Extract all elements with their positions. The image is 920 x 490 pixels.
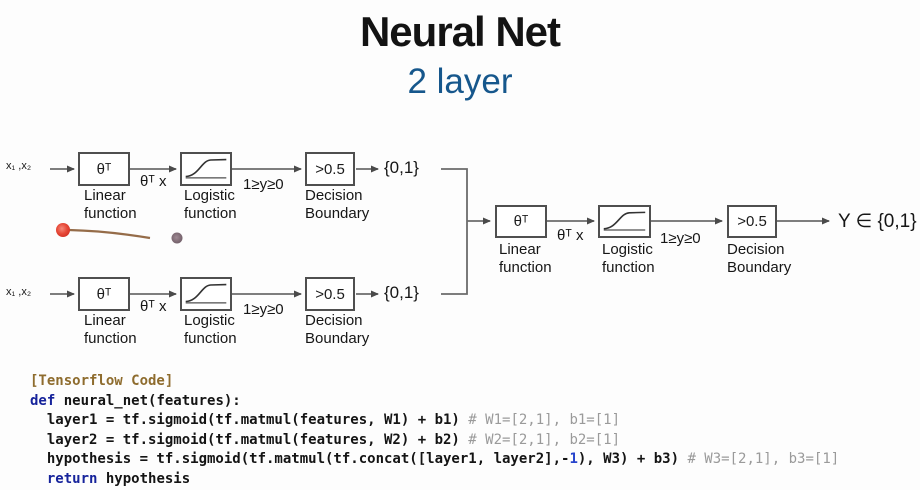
linear-function-caption: Linear function bbox=[84, 187, 137, 222]
range-label: 1≥y≥0 bbox=[660, 230, 701, 247]
output-label: {0,1} bbox=[384, 158, 419, 177]
code-line: hypothesis = tf.sigmoid(tf.matmul(tf.con… bbox=[30, 451, 840, 468]
page-title: Neural Net bbox=[359, 8, 561, 55]
theta-label: θᵀ bbox=[96, 285, 112, 303]
linear-function-caption: Linear function bbox=[84, 312, 137, 347]
threshold-label: >0.5 bbox=[315, 285, 345, 303]
linear-function-caption: Linear function bbox=[499, 241, 552, 276]
decision-boundary-caption: Decision Boundary bbox=[305, 312, 370, 347]
decision-boundary-box: >0.5 bbox=[727, 205, 777, 238]
input-label: x₁ ,x₂ bbox=[6, 286, 32, 298]
threshold-label: >0.5 bbox=[737, 213, 767, 230]
theta-label: θᵀ bbox=[96, 160, 112, 178]
code-line: [Tensorflow Code] bbox=[30, 372, 839, 392]
theta-label: θᵀ bbox=[513, 213, 529, 230]
decision-boundary-caption: Decision Boundary bbox=[305, 187, 370, 222]
code-block: [Tensorflow Code] def neural_net(feature… bbox=[30, 372, 839, 490]
sigmoid-curve-icon bbox=[185, 158, 227, 179]
logistic-function-box bbox=[598, 205, 651, 238]
final-output-label: Y ∈ {0,1} bbox=[838, 211, 917, 232]
logistic-function-caption: Logistic function bbox=[602, 241, 655, 276]
logistic-function-caption: Logistic function bbox=[184, 312, 237, 347]
code-line: layer2 = tf.sigmoid(tf.matmul(features, … bbox=[30, 431, 621, 448]
range-label: 1≥y≥0 bbox=[243, 176, 284, 193]
linear-function-box: θᵀ bbox=[495, 205, 547, 238]
page-subtitle: 2 layer bbox=[407, 62, 513, 101]
input-label: x₁ ,x₂ bbox=[6, 160, 32, 172]
theta-x-label: θᵀ x bbox=[140, 298, 167, 315]
decision-boundary-box: >0.5 bbox=[305, 152, 355, 186]
logistic-function-caption: Logistic function bbox=[184, 187, 237, 222]
theta-x-label: θᵀ x bbox=[140, 173, 167, 190]
theta-x-label: θᵀ x bbox=[557, 227, 584, 244]
range-label: 1≥y≥0 bbox=[243, 301, 284, 318]
sigmoid-curve-icon bbox=[185, 283, 227, 304]
code-line: layer1 = tf.sigmoid(tf.matmul(features, … bbox=[30, 412, 621, 429]
linear-function-box: θᵀ bbox=[78, 152, 130, 186]
output-label: {0,1} bbox=[384, 283, 419, 302]
sigmoid-curve-icon bbox=[603, 211, 646, 231]
decision-boundary-box: >0.5 bbox=[305, 277, 355, 311]
threshold-label: >0.5 bbox=[315, 160, 345, 178]
linear-function-box: θᵀ bbox=[78, 277, 130, 311]
code-line: return hypothesis bbox=[30, 470, 191, 487]
code-line: def neural_net(features): bbox=[30, 392, 241, 409]
logistic-function-box bbox=[180, 277, 232, 311]
code-header: [Tensorflow Code] bbox=[30, 373, 174, 389]
decision-boundary-caption: Decision Boundary bbox=[727, 241, 792, 276]
logistic-function-box bbox=[180, 152, 232, 186]
